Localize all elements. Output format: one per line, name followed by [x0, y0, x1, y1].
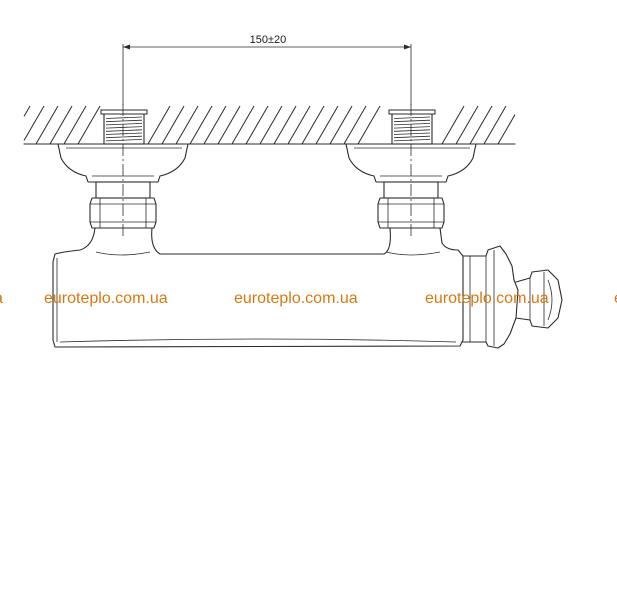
- hatch-line: [497, 114, 516, 145]
- hatch-line: [49, 105, 73, 145]
- thread-line: [393, 132, 431, 135]
- thread-line: [105, 126, 143, 129]
- thread-line: [393, 119, 431, 123]
- hatch-line: [301, 105, 325, 145]
- thread-line: [105, 116, 143, 119]
- thread-line: [393, 135, 431, 139]
- hatch-line: [189, 105, 213, 145]
- wall-thread-left: [100, 109, 148, 145]
- thread-line: [105, 119, 143, 123]
- thread-line: [105, 132, 143, 135]
- hatch-line: [469, 105, 493, 145]
- watermark-1: euroteplo.com.ua: [44, 290, 168, 307]
- thread-line: [105, 139, 143, 142]
- hatch-line: [63, 105, 87, 145]
- hatch-line: [245, 105, 269, 145]
- mixer-body: [52, 227, 464, 348]
- watermark-partial-right: e: [614, 290, 617, 308]
- hatch-line: [231, 105, 255, 145]
- hatch-line: [77, 105, 101, 145]
- hatch-line: [483, 105, 507, 145]
- thread-line: [393, 126, 431, 129]
- wall-thread-right: [388, 109, 436, 145]
- watermark-partial-left: a: [0, 290, 3, 308]
- hatch-line: [455, 105, 479, 145]
- thermostat-handle: [462, 245, 563, 349]
- thread-line: [393, 129, 431, 132]
- hatch-line: [175, 105, 199, 145]
- dimension-arrow-left: [123, 44, 130, 50]
- watermark-3: euroteplo.com.ua: [425, 290, 549, 307]
- dimension-annotation: 150±20: [122, 34, 412, 106]
- hatch-line: [441, 105, 465, 145]
- hatch-line: [259, 105, 283, 145]
- hatch-line: [147, 105, 171, 145]
- hatch-line: [329, 105, 353, 145]
- hatch-line: [357, 105, 381, 145]
- center-lines: [122, 104, 412, 236]
- hatch-line: [161, 105, 185, 145]
- thread-line: [105, 129, 143, 132]
- hatch-line: [23, 105, 45, 141]
- hatch-line: [273, 105, 297, 145]
- hatch-line: [23, 105, 31, 117]
- hatch-line: [35, 105, 59, 145]
- hatch-line: [343, 105, 367, 145]
- hatch-line: [287, 105, 311, 145]
- watermark-2: euroteplo.com.ua: [234, 290, 358, 307]
- thread-line: [105, 135, 143, 139]
- dimension-label: 150±20: [250, 34, 287, 46]
- thread-line: [393, 116, 431, 119]
- wall-hatching: [23, 105, 516, 145]
- thread-line: [105, 123, 143, 126]
- dimension-arrow-right: [404, 44, 411, 50]
- hatch-line: [203, 105, 227, 145]
- hatch-line: [217, 105, 241, 145]
- hatch-line: [315, 105, 339, 145]
- thread-line: [393, 123, 431, 126]
- thread-line: [393, 139, 431, 142]
